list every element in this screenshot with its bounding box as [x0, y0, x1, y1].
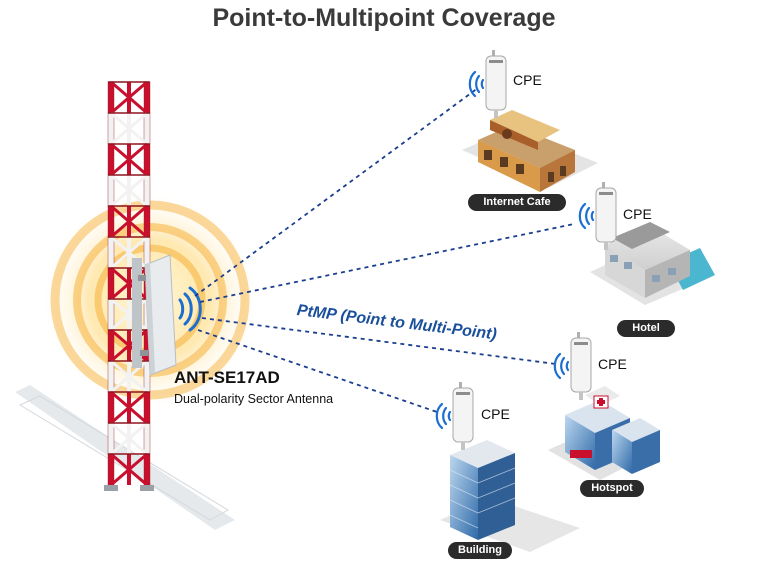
antenna-signal-waves	[178, 286, 202, 332]
cpe-internet-cafe-signal-icon	[468, 70, 485, 98]
link-hotspot	[201, 317, 557, 365]
link-building	[197, 329, 438, 413]
lattice-tower	[104, 80, 154, 491]
site-label-hotel: Hotel	[617, 320, 675, 337]
cpe-devices	[435, 50, 617, 450]
cpe-label-building: CPE	[481, 406, 510, 422]
antenna-model-name: ANT-SE17AD	[174, 368, 280, 387]
internet-cafe-building	[462, 110, 598, 192]
cpe-hotspot-signal-icon	[553, 352, 570, 380]
hotel-building	[590, 222, 715, 305]
office-building	[440, 440, 580, 552]
cpe-internet-cafe	[468, 50, 507, 118]
cpe-label-hotel: CPE	[623, 206, 652, 222]
cpe-hotspot	[553, 332, 592, 400]
ptmp-links	[194, 87, 575, 413]
hotspot-building	[548, 386, 660, 480]
ground-platform	[15, 385, 235, 530]
cpe-label-internet-cafe: CPE	[513, 72, 542, 88]
link-hotel	[199, 223, 575, 303]
cpe-building-signal-icon	[435, 402, 452, 430]
link-internet-cafe	[194, 87, 479, 297]
site-label-building: Building	[448, 542, 512, 559]
cpe-hotel	[578, 182, 617, 250]
antenna-description: Dual-polarity Sector Antenna	[174, 392, 334, 406]
site-label-internet-cafe: Internet Cafe	[468, 194, 566, 211]
cpe-label-hotspot: CPE	[598, 356, 627, 372]
page-title: Point-to-Multipoint Coverage	[212, 4, 556, 32]
site-label-hotspot: Hotspot	[580, 480, 644, 497]
cpe-building	[435, 382, 474, 450]
cpe-hotel-signal-icon	[578, 202, 595, 230]
sector-antenna	[132, 254, 177, 376]
